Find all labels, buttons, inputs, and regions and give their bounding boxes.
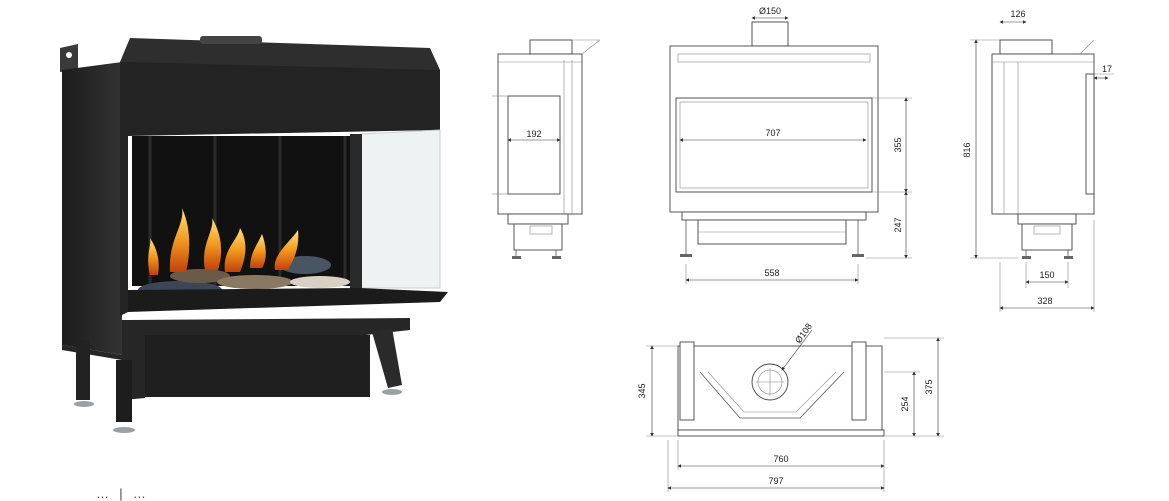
dim-plan-flue: Ø108	[793, 321, 814, 345]
dim-side-right-feet: 150	[1039, 270, 1054, 280]
dim-plan-inner-width: 760	[773, 454, 788, 464]
dim-side-right-depth: 328	[1037, 296, 1052, 306]
dim-side-right-total-height: 816	[962, 142, 972, 157]
side-view-right: 126 17 816 150 328	[962, 9, 1114, 312]
dim-side-right-top: 126	[1010, 9, 1025, 19]
side-view-left: 192	[492, 39, 601, 259]
dim-front-feet-width: 558	[764, 268, 779, 278]
dim-front-opening-height: 355	[893, 137, 903, 152]
dim-plan-total-depth: 375	[924, 379, 934, 394]
dim-side-right-lip: 17	[1102, 64, 1112, 74]
dim-plan-outer-width: 797	[768, 476, 783, 486]
cropped-caption-text: … | …	[96, 486, 147, 501]
dim-plan-left-depth: 345	[637, 383, 647, 398]
dim-side-left-width: 192	[526, 129, 541, 139]
dim-front-base-height: 247	[893, 217, 903, 232]
fireplace-illustration	[60, 36, 448, 433]
dim-plan-right-depth: 254	[900, 396, 910, 411]
dim-front-flue: Ø150	[759, 6, 781, 16]
dim-front-opening-width: 707	[765, 128, 780, 138]
front-view: Ø150 707 355 247 558	[669, 6, 912, 284]
plan-view: Ø108 345 254 375 760 797	[637, 321, 944, 492]
